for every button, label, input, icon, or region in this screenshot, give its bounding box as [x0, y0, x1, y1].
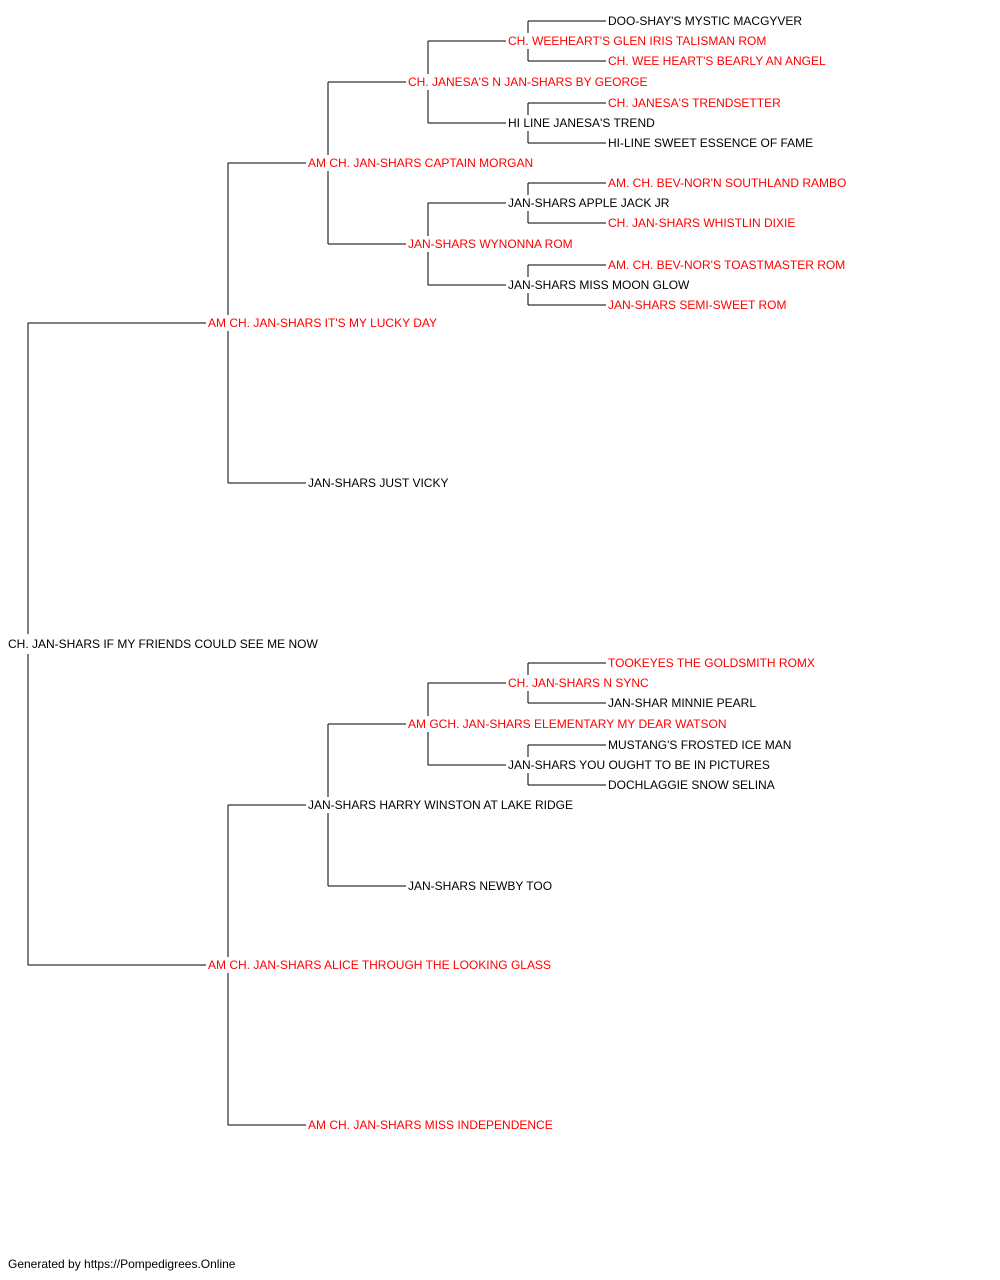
pedigree-entry: JAN-SHARS SEMI-SWEET ROM — [608, 298, 787, 312]
pedigree-entry: CH. JANESA'S N JAN-SHARS BY GEORGE — [408, 75, 648, 89]
pedigree-entry: AM GCH. JAN-SHARS ELEMENTARY MY DEAR WAT… — [408, 717, 727, 731]
pedigree-entry: JAN-SHARS MISS MOON GLOW — [508, 278, 690, 292]
pedigree-entry: DOCHLAGGIE SNOW SELINA — [608, 778, 775, 792]
pedigree-entry: CH. WEEHEART'S GLEN IRIS TALISMAN ROM — [508, 34, 767, 48]
pedigree-entry: AM. CH. BEV-NOR'N SOUTHLAND RAMBO — [608, 176, 847, 190]
footer-credit: Generated by https://Pompedigrees.Online — [8, 1257, 236, 1271]
pedigree-entry: AM CH. JAN-SHARS MISS INDEPENDENCE — [308, 1118, 553, 1132]
pedigree-entry: JAN-SHARS YOU OUGHT TO BE IN PICTURES — [508, 758, 770, 772]
pedigree-entry: AM. CH. BEV-NOR'S TOASTMASTER ROM — [608, 258, 846, 272]
pedigree-entry: CH. JAN-SHARS IF MY FRIENDS COULD SEE ME… — [8, 637, 318, 651]
pedigree-entry: CH. JANESA'S TRENDSETTER — [608, 96, 781, 110]
pedigree-entry: JAN-SHARS APPLE JACK JR — [508, 196, 670, 210]
pedigree-entry: AM CH. JAN-SHARS ALICE THROUGH THE LOOKI… — [208, 958, 551, 972]
pedigree-entry: DOO-SHAY'S MYSTIC MACGYVER — [608, 14, 803, 28]
pedigree-entry: AM CH. JAN-SHARS CAPTAIN MORGAN — [308, 156, 534, 170]
pedigree-entry: JAN-SHARS HARRY WINSTON AT LAKE RIDGE — [308, 798, 573, 812]
pedigree-entry: JAN-SHAR MINNIE PEARL — [608, 696, 757, 710]
pedigree-entry: MUSTANG'S FROSTED ICE MAN — [608, 738, 792, 752]
pedigree-entry: AM CH. JAN-SHARS IT'S MY LUCKY DAY — [208, 316, 438, 330]
pedigree-entry: JAN-SHARS JUST VICKY — [308, 476, 449, 490]
pedigree-entry: TOOKEYES THE GOLDSMITH ROMX — [608, 656, 815, 670]
pedigree-entry: JAN-SHARS WYNONNA ROM — [408, 237, 573, 251]
pedigree-entry: HI-LINE SWEET ESSENCE OF FAME — [608, 136, 814, 150]
pedigree-entry: CH. JAN-SHARS WHISTLIN DIXIE — [608, 216, 796, 230]
pedigree-entry: HI LINE JANESA'S TREND — [508, 116, 655, 130]
pedigree-entry: CH. JAN-SHARS N SYNC — [508, 676, 649, 690]
pedigree-entry: JAN-SHARS NEWBY TOO — [408, 879, 553, 893]
pedigree-entry: CH. WEE HEART'S BEARLY AN ANGEL — [608, 54, 826, 68]
